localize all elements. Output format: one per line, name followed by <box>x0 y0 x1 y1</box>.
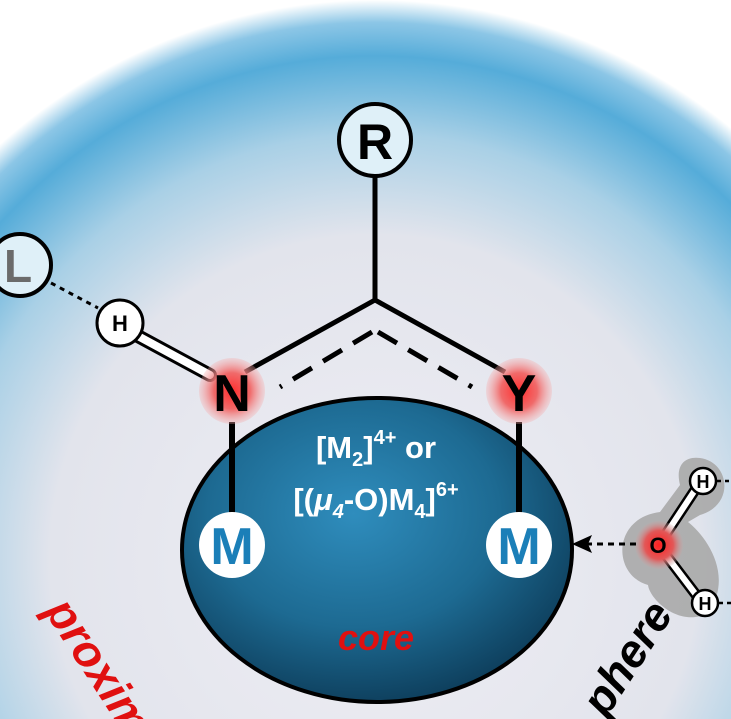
core-formula-line2: [(μ4-O)M4]6+ <box>293 479 458 523</box>
c-y-delocalized-bond <box>376 329 474 390</box>
m-right-circle <box>486 512 552 578</box>
water-molecule: O H H <box>622 457 731 618</box>
c-n-delocalized-bond <box>278 329 374 390</box>
y-label: Y <box>502 365 537 423</box>
l-label: L <box>4 240 32 292</box>
core-formula-line1: [M2]4+ or <box>316 427 436 471</box>
water-h-top-circle <box>688 466 718 496</box>
m-left-circle <box>199 512 265 578</box>
h-n-bond <box>132 331 214 379</box>
r-group-circle <box>337 102 413 178</box>
core-ellipse <box>180 396 574 704</box>
h-atom-circle <box>95 298 145 348</box>
o-m-arrowhead <box>572 535 592 553</box>
water-h-top-label: H <box>697 472 710 492</box>
l-ligand-circle <box>0 232 53 298</box>
core-label: core <box>338 617 414 658</box>
water-h-bottom-circle <box>690 588 720 618</box>
o-label: O <box>649 533 666 558</box>
m-right-label: M <box>497 518 540 576</box>
m-left-label: M <box>210 518 253 576</box>
o-atom-glow <box>635 521 683 569</box>
y-atom-glow <box>486 358 552 424</box>
c-y-bond <box>373 297 507 375</box>
n-label: N <box>213 365 251 423</box>
l-h-hydrogen-bond <box>50 281 99 310</box>
water-h-bottom-label: H <box>699 594 712 614</box>
n-atom-glow <box>199 358 265 424</box>
h-label: H <box>112 311 128 336</box>
r-label: R <box>357 114 393 170</box>
c-n-bond <box>243 297 377 375</box>
